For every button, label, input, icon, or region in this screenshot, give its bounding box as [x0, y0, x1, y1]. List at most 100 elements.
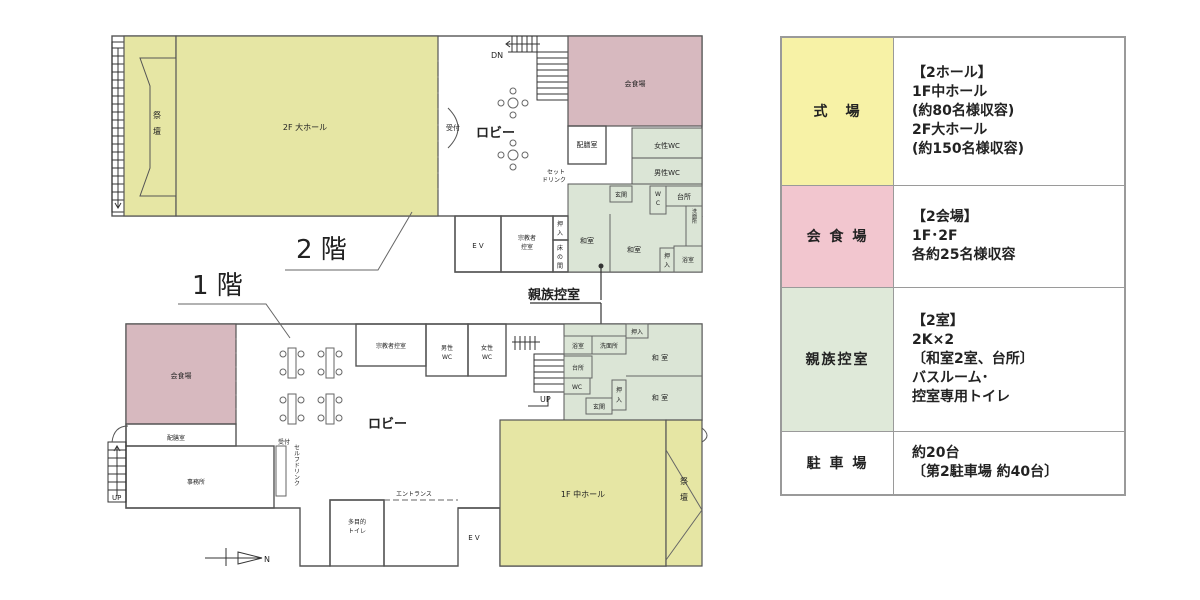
floor-2-wc-male — [631, 157, 703, 185]
floor-1-closet-1: 押 — [616, 386, 622, 394]
legend-category-parking: 駐 車 場 — [780, 430, 894, 496]
floor-1-bath-label: 浴室 — [572, 342, 584, 350]
floor-1-dining-hall — [125, 323, 237, 425]
floor-1-center-stairs — [512, 336, 565, 407]
north-arrow: N — [205, 548, 270, 566]
floor-2-plan: DN 祭 壇 祭壇 2F 大ホール 受付 ロビー — [111, 35, 703, 273]
floor-1-elevator-label: E V — [468, 534, 480, 542]
floor-1-accessible-2: トイレ — [348, 528, 366, 535]
north-arrow-label: N — [264, 555, 270, 564]
legend-table: 式 場 【2ホール】 1F中ホール (約80名様収容) 2F大ホール (約150… — [780, 36, 1126, 496]
floor-1-closet-top — [625, 323, 649, 339]
floor-1-wc-female-2: WC — [482, 354, 492, 361]
legend-desc-family: 【2室】 2K×2 〔和室2室、台所〕 バスルーム･ 控室専用トイレ — [893, 286, 1126, 432]
floor-2-tokonoma-2: の — [557, 254, 563, 261]
floor-2-closet-b-1: 押 — [664, 252, 670, 260]
floor-2-tokonoma — [552, 239, 569, 273]
floor-1-main-hall-label: 1F 中ホール — [561, 489, 605, 499]
floor-2-closet-b — [659, 247, 675, 273]
floor-2-main-hall — [175, 35, 439, 217]
floor-2-saidan-2: 壇 — [153, 126, 161, 136]
floor-2-label-leader — [285, 211, 413, 271]
floor-2-dining-hall — [567, 35, 703, 127]
floor-1-label: 1 階 — [192, 271, 243, 301]
floor-2-washitsu-a-label: 和室 — [580, 236, 594, 245]
floor-1-lobby-label: ロビー — [368, 416, 407, 432]
floor-2-suite-wc-w: W — [655, 191, 661, 198]
floor-2-washitsu-b-label: 和室 — [627, 245, 641, 254]
connector-label: 親族控室 — [528, 287, 580, 303]
floor-2-pantry — [567, 125, 607, 165]
floor-2-washroom-label: 洗面所 — [691, 208, 697, 225]
floor-2-wc-female-label: 女性WC — [654, 141, 680, 150]
floor-1-wc-male-1: 男性 — [441, 344, 453, 352]
floor-2-tokonoma-1: 床 — [557, 244, 563, 252]
floor-2-reception-label: 受付 — [446, 123, 460, 132]
floor-1-suite-wc-label: WC — [572, 384, 582, 391]
floor-2-kitchen-label: 台所 — [677, 192, 691, 201]
floor-2-label: 2 階 — [296, 235, 347, 265]
legend-row-family-room: 親族控室 【2室】 2K×2 〔和室2室、台所〕 バスルーム･ 控室専用トイレ — [780, 286, 1126, 432]
floor-1-clergy-label: 宗教者控室 — [376, 342, 406, 350]
legend-row-dining: 会 食 場 【2会場】 1F･2F 各約25名様収容 — [780, 184, 1126, 288]
legend-category-family: 親族控室 — [780, 286, 894, 432]
legend-row-ceremony-hall: 式 場 【2ホール】 1F中ホール (約80名様収容) 2F大ホール (約150… — [780, 36, 1126, 186]
floor-1-washitsu-a-label: 和 室 — [652, 353, 668, 362]
legend-desc-parking: 約20台 〔第2駐車場 約40台〕 — [893, 430, 1126, 496]
floor-1-office-label: 事務所 — [187, 478, 205, 486]
floor-2-lobby-tables — [497, 87, 529, 171]
floor-1-left-stairs — [107, 441, 127, 503]
floor-1-kitchen-label: 台所 — [572, 364, 584, 372]
floor-1-saidan-area — [665, 419, 703, 567]
floor-1-washroom — [591, 335, 627, 355]
floor-1-saidan-2: 壇 — [680, 492, 688, 502]
floor-1-accessible-toilet — [329, 499, 385, 567]
floor-2-pantry-label: 配膳室 — [577, 140, 598, 149]
floor-1-reception-desk — [275, 445, 287, 497]
floor-1-wc-male-2: WC — [442, 354, 452, 361]
floor-2-reception-desk — [447, 107, 459, 149]
floor-1-saidan-platform — [665, 449, 703, 561]
floor-2-lobby-label: ロビー — [476, 125, 515, 141]
floor-2-kitchen — [665, 185, 703, 207]
floor-2-closet-b-2: 入 — [664, 262, 670, 269]
floor-1-washitsu-b-label: 和 室 — [652, 393, 668, 402]
legend-category-ceremony: 式 場 — [780, 36, 894, 186]
floor-1-up-left: UP — [112, 494, 121, 502]
floor-1-main-hall — [499, 419, 667, 567]
floor-2-wc-female — [631, 127, 703, 159]
floor-1-closet — [611, 379, 627, 411]
floor-2-wc-male-label: 男性WC — [654, 168, 680, 177]
floor-1-closet-2: 入 — [616, 397, 622, 404]
floor-2-left-stairs — [111, 41, 125, 213]
floor-2-genkan — [609, 185, 633, 203]
legend-category-dining: 会 食 場 — [780, 184, 894, 288]
floor-2-dn-center: DN — [491, 51, 503, 60]
floor-2-dining-label: 会食場 — [625, 79, 646, 88]
floor-1-accessible-1: 多目的 — [348, 518, 366, 526]
floor-2-elevator-label: E V — [472, 242, 484, 250]
legend-desc-dining: 【2会場】 1F･2F 各約25名様収容 — [893, 184, 1126, 288]
floor-1-pantry-label: 配膳室 — [167, 434, 185, 442]
floor-1-wc-female — [467, 323, 507, 377]
floor-2-set-drink-2: ドリンク — [542, 177, 566, 184]
floor-1-wc-female-1: 女性 — [481, 344, 493, 352]
floor-2-tokonoma-3: 間 — [557, 263, 563, 270]
floor-1-plan: 1 階 会食場 ロビー 宗教者控室 男性 WC 女性 WC — [107, 271, 708, 567]
floor-1-up-center: UP — [540, 395, 551, 404]
floor-2-set-drink-1: セット — [547, 169, 565, 176]
floor-1-reception-label: 受付 — [278, 438, 290, 446]
floor-1-entrance-label: エントランス — [396, 491, 432, 498]
legend-row-parking: 駐 車 場 約20台 〔第2駐車場 約40台〕 — [780, 430, 1126, 496]
floor-1-office — [125, 445, 275, 509]
floor-1-dining-label: 会食場 — [171, 371, 192, 380]
floor-2-closet-a-1: 押 — [557, 220, 563, 228]
floor-2-main-hall-label: 2F 大ホール — [283, 122, 327, 132]
floor-2-clergy-1: 宗教者 — [518, 234, 536, 242]
floor-2-bath-label: 浴室 — [682, 256, 694, 264]
floor-1-suite-wc — [563, 377, 591, 395]
floor-1-washroom-label: 洗面所 — [600, 342, 618, 350]
floor-2-center-stairs — [505, 36, 569, 101]
legend-desc-ceremony: 【2ホール】 1F中ホール (約80名様収容) 2F大ホール (約150名様収容… — [893, 36, 1126, 186]
floor-1-lobby-tables — [279, 347, 343, 425]
